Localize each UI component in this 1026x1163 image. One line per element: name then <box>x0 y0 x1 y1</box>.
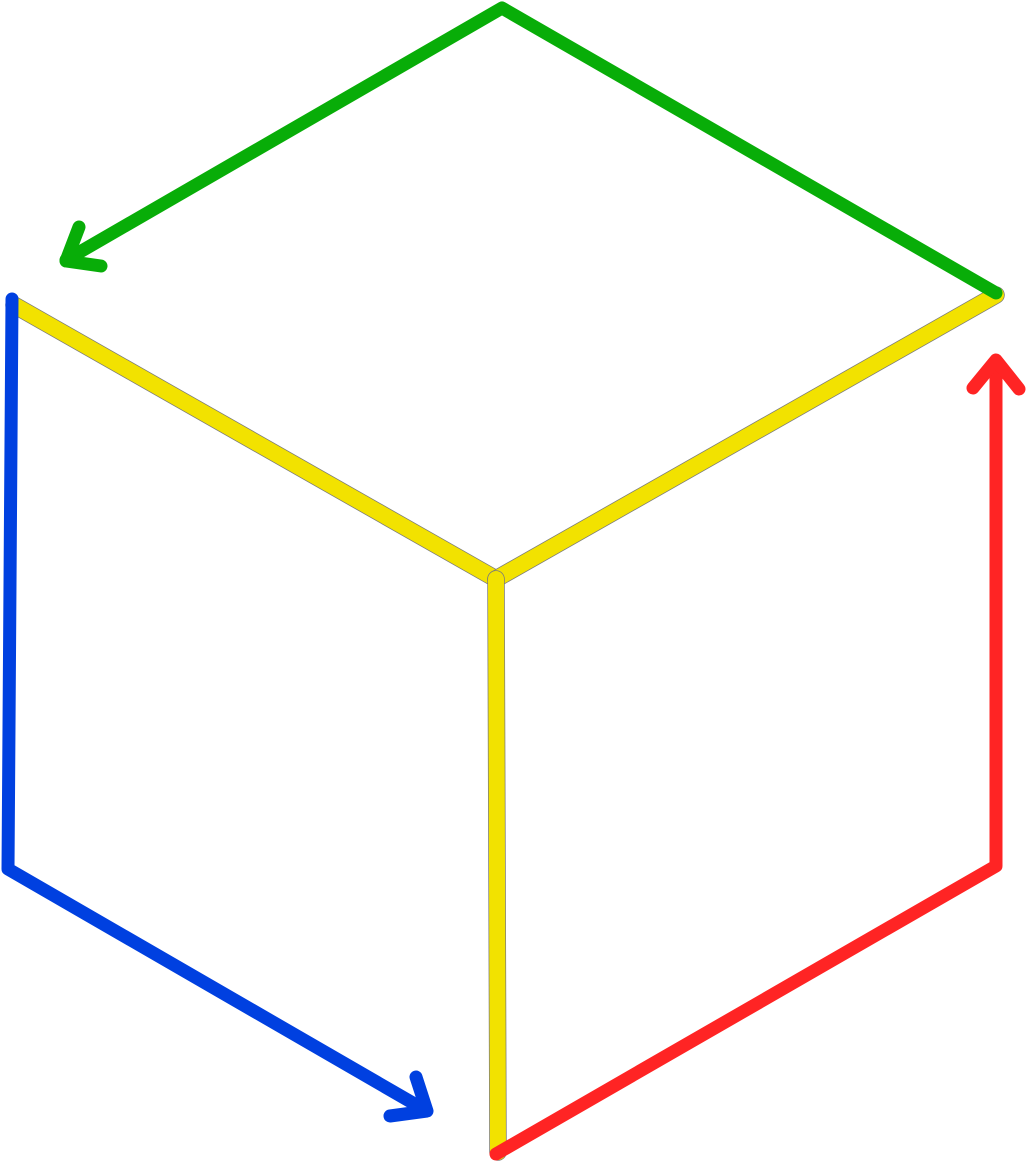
blue-arrow <box>1 292 434 1123</box>
yellow-edges <box>5 286 1005 1161</box>
green-arrow-line <box>59 1 1003 300</box>
red-arrow <box>489 353 1026 1161</box>
top-left-edge-fill <box>6 297 504 587</box>
blue-arrowhead <box>383 1070 434 1123</box>
red-arrowhead <box>966 353 1026 396</box>
top-right-edge-fill <box>488 287 1004 587</box>
green-arrow <box>59 1 1003 300</box>
red-arrow-line <box>489 356 1003 1161</box>
center-vertical-edge-fill <box>488 571 506 1160</box>
green-arrowhead <box>59 220 108 273</box>
blue-arrow-line <box>1 292 432 1117</box>
